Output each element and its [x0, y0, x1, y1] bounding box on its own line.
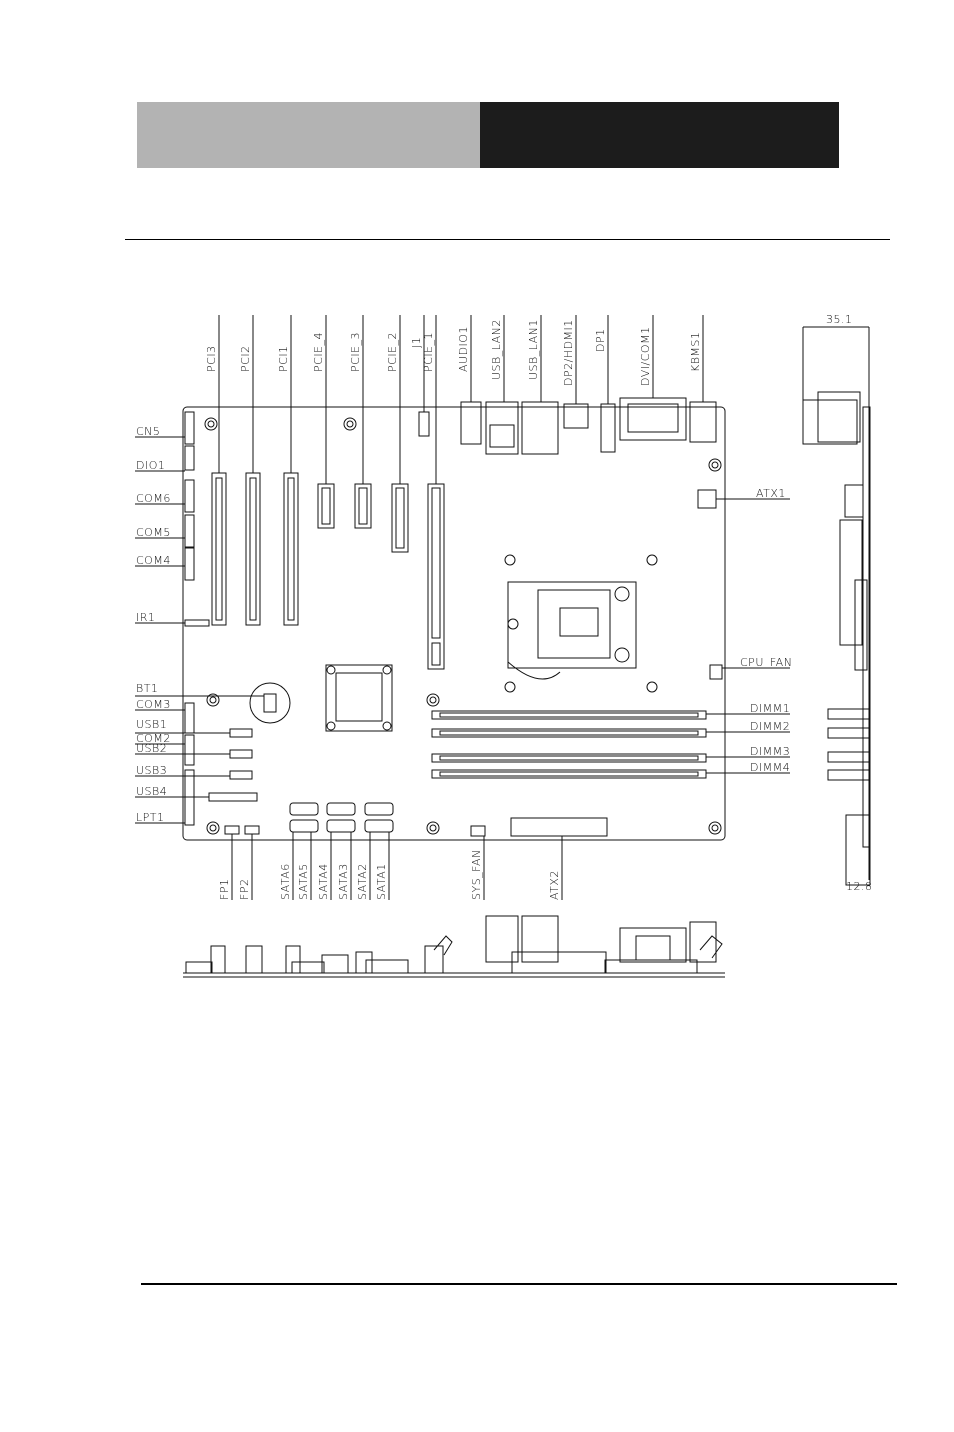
sata-connectors [289, 802, 394, 833]
cpu-fan-header [709, 664, 723, 680]
label-kbms1: KBMS1 [689, 332, 702, 372]
board-outline [182, 406, 726, 841]
label-sata2: SATA2 [356, 863, 369, 900]
label-dimm3: DIMM3 [750, 745, 790, 758]
label-com4: COM4 [136, 554, 171, 567]
label-bt1: BT1 [136, 682, 158, 695]
right-leader-lines [706, 498, 790, 774]
left-edge-connectors [184, 411, 210, 826]
label-pcie1: PCIE_1 [422, 332, 435, 372]
dimension-top: 35.1 [826, 313, 853, 326]
top-rule [125, 239, 890, 240]
j1-header [418, 411, 430, 437]
label-lpt1: LPT1 [136, 811, 164, 824]
label-usb2: USB2 [136, 742, 167, 755]
dimm-slots [431, 710, 707, 779]
label-pci2: PCI2 [239, 345, 252, 372]
label-com5: COM5 [136, 526, 171, 539]
label-pci1: PCI1 [277, 345, 290, 372]
mounting-holes [204, 417, 722, 835]
label-audio1: AUDIO1 [457, 326, 470, 372]
label-dio1: DIO1 [136, 459, 165, 472]
label-pcie2: PCIE_2 [386, 332, 399, 372]
header-right-band [480, 102, 839, 168]
label-fp2: FP2 [238, 879, 251, 900]
pci-slots [211, 472, 299, 626]
label-usb-lan2: USB_LAN2 [490, 319, 503, 380]
dimension-bottom: 12.8 [846, 880, 873, 893]
rear-io-connectors [460, 397, 717, 455]
board-bottom-view [183, 915, 725, 978]
label-usb-lan1: USB_LAN1 [527, 319, 540, 380]
pcie-small-slots [317, 483, 409, 553]
label-dimm1: DIMM1 [750, 702, 790, 715]
label-sata1: SATA1 [375, 863, 388, 900]
label-atx2: ATX2 [548, 870, 561, 900]
header-left-band [137, 102, 480, 168]
label-sata4: SATA4 [317, 863, 330, 900]
label-sys-fan: SYS_FAN [470, 849, 483, 900]
label-dp2-hdmi1: DP2/HDMI1 [562, 319, 575, 386]
label-fp1: FP1 [218, 879, 231, 900]
label-pcie3: PCIE_3 [349, 332, 362, 372]
left-labels: CN5 DIO1 COM6 COM5 COM4 IR1 BT1 COM3 USB… [136, 425, 171, 824]
label-sata6: SATA6 [279, 863, 292, 900]
label-atx1: ATX1 [756, 487, 786, 500]
label-dvi-com1: DVI/COM1 [639, 326, 652, 386]
label-cn5: CN5 [136, 425, 160, 438]
sys-fan-header [470, 825, 486, 837]
chipset [325, 664, 393, 732]
internal-headers [208, 728, 260, 835]
board-side-view [802, 326, 871, 886]
bottom-leader-lines [231, 832, 563, 900]
label-dp1: DP1 [594, 328, 607, 352]
label-j1: J1 [410, 337, 423, 348]
label-usb4: USB4 [136, 785, 167, 798]
label-pcie4: PCIE_4 [312, 332, 325, 372]
label-sata3: SATA3 [337, 863, 350, 900]
bottom-labels: FP1 FP2 SATA6 SATA5 SATA4 SATA3 SATA2 SA… [218, 849, 561, 900]
bottom-rule [141, 1283, 897, 1285]
label-dimm2: DIMM2 [750, 720, 790, 733]
top-leader-lines [218, 315, 704, 484]
label-usb3: USB3 [136, 764, 167, 777]
label-cpu-fan: CPU_FAN [740, 656, 792, 669]
battery [249, 682, 291, 724]
atx2-connector [510, 817, 608, 837]
label-sata5: SATA5 [297, 863, 310, 900]
top-labels: PCI3 PCI2 PCI1 PCIE_4 PCIE_3 PCIE_2 J1 P… [205, 319, 702, 386]
label-ir1: IR1 [136, 611, 155, 624]
right-labels: ATX1 CPU_FAN DIMM1 DIMM2 DIMM3 DIMM4 [740, 487, 792, 774]
atx1-connector [697, 489, 717, 509]
label-pci3: PCI3 [205, 345, 218, 372]
label-com2: COM2 [136, 732, 171, 745]
label-com6: COM6 [136, 492, 171, 505]
label-usb1: USB1 [136, 718, 167, 731]
label-com3: COM3 [136, 698, 171, 711]
pcie-x16-slot [427, 483, 445, 670]
left-leader-lines [135, 436, 264, 824]
cpu-socket [507, 581, 637, 680]
label-dimm4: DIMM4 [750, 761, 790, 774]
